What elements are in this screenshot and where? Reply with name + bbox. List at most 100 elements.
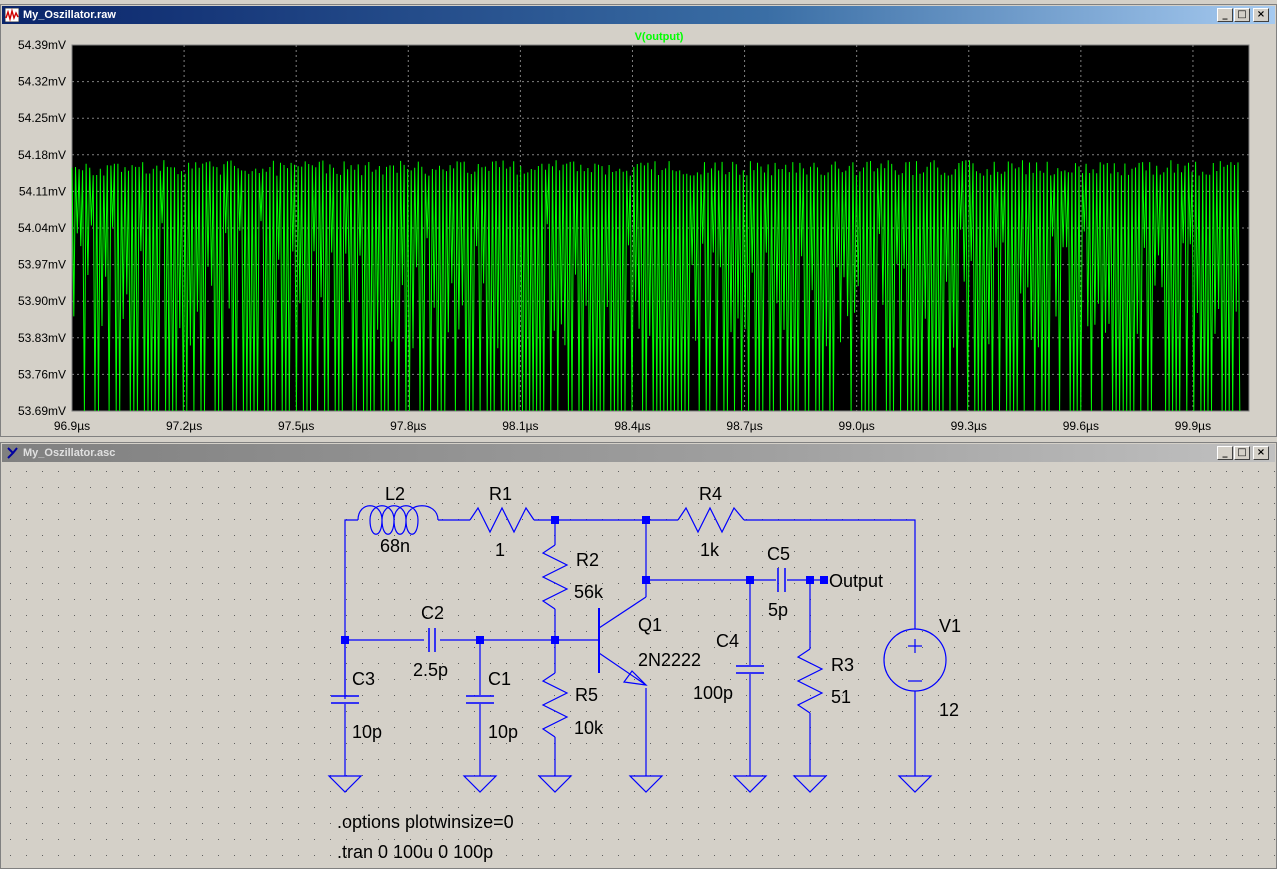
resistor-r4[interactable] xyxy=(677,506,745,534)
wire xyxy=(744,519,916,629)
schematic-window-title: My_Oszillator.asc xyxy=(23,447,116,459)
c3-name-label: C3 xyxy=(352,669,375,689)
y-tick-label: 54.04mV xyxy=(18,221,66,235)
minimize-button[interactable]: _ xyxy=(1217,8,1233,22)
close-button[interactable]: × xyxy=(1253,8,1269,22)
l2-name-label: L2 xyxy=(385,484,405,504)
spice-directive[interactable]: .options plotwinsize=0 xyxy=(337,812,514,832)
junction-dot xyxy=(746,576,754,584)
output-port[interactable] xyxy=(820,576,828,584)
voltage-source-v1[interactable] xyxy=(883,628,947,692)
plot-window-title: My_Oszillator.raw xyxy=(23,9,116,21)
x-tick-label: 98.1µs xyxy=(502,419,538,433)
waveform-plot[interactable]: V(output) 54.39mV54.32mV54.25mV54.18mV54… xyxy=(2,25,1275,437)
transistor-q1[interactable] xyxy=(598,580,648,686)
l2-value-label: 68n xyxy=(380,536,410,556)
close-button[interactable]: × xyxy=(1253,446,1269,460)
ground-symbol xyxy=(732,775,768,793)
r1-name-label: R1 xyxy=(489,484,512,504)
minimize-button[interactable]: _ xyxy=(1217,446,1233,460)
r2-value-label: 56k xyxy=(574,582,604,602)
junction-dot xyxy=(341,636,349,644)
x-tick-label: 99.3µs xyxy=(951,419,987,433)
ground-symbol xyxy=(462,775,498,793)
c1-value-label: 10p xyxy=(488,722,518,742)
y-tick-label: 54.11mV xyxy=(19,184,66,198)
y-tick-label: 54.25mV xyxy=(18,111,66,125)
junction-dot xyxy=(642,516,650,524)
schematic-window: My_Oszillator.asc _ □ × xyxy=(0,442,1277,869)
resistor-r2[interactable] xyxy=(541,544,569,610)
r3-value-label: 51 xyxy=(831,687,851,707)
trace-v-output xyxy=(71,160,1241,412)
x-tick-label: 99.6µs xyxy=(1063,419,1099,433)
x-tick-label: 97.5µs xyxy=(278,419,314,433)
y-tick-label: 54.39mV xyxy=(18,38,66,52)
ground-symbol xyxy=(537,775,573,793)
y-tick-label: 53.83mV xyxy=(18,331,66,345)
r1-value-label: 1 xyxy=(495,540,505,560)
capacitor-c4[interactable] xyxy=(736,665,764,674)
x-tick-label: 98.4µs xyxy=(614,419,650,433)
x-tick-label: 97.2µs xyxy=(166,419,202,433)
y-tick-label: 54.32mV xyxy=(18,75,66,89)
plot-window-titlebar[interactable]: My_Oszillator.raw _ □ × xyxy=(2,6,1275,24)
wires xyxy=(344,519,916,776)
junction-dot xyxy=(476,636,484,644)
y-axis-ticks: 54.39mV 54.32mV 54.25mV 54.18mV 54.11mV 54.04… xyxy=(18,38,66,418)
c2-name-label: C2 xyxy=(421,603,444,623)
plot-trace-title[interactable]: V(output) xyxy=(635,31,684,43)
schematic-grid xyxy=(2,463,1275,868)
resistor-r3[interactable] xyxy=(796,648,824,714)
junction-dot xyxy=(806,576,814,584)
x-axis-ticks: 96.9µs 97.2µs 97.5µs 97.8µs 98.1µs 98.4µs 98.7… xyxy=(54,419,1211,433)
v1-value-label: 12 xyxy=(939,700,959,720)
c5-name-label: C5 xyxy=(767,544,790,564)
ground-symbol xyxy=(628,775,664,793)
q1-name-label: Q1 xyxy=(638,615,662,635)
capacitor-c2[interactable] xyxy=(428,628,436,652)
spice-directive[interactable]: .tran 0 100u 0 100p xyxy=(337,842,493,862)
v1-name-label: V1 xyxy=(939,616,961,636)
junction-dot xyxy=(551,636,559,644)
schematic-canvas[interactable]: L2 68n R1 1 R4 1k R2 56k C5 5p Output C2… xyxy=(2,463,1275,868)
resistor-r5[interactable] xyxy=(541,672,569,738)
c1-name-label: C1 xyxy=(488,669,511,689)
c2-value-label: 2.5p xyxy=(413,660,448,680)
maximize-button[interactable]: □ xyxy=(1234,446,1250,460)
r4-name-label: R4 xyxy=(699,484,722,504)
capacitor-c1[interactable] xyxy=(466,695,494,704)
capacitor-c3[interactable] xyxy=(331,695,359,704)
output-net-label: Output xyxy=(829,571,883,591)
x-tick-label: 98.7µs xyxy=(726,419,762,433)
x-tick-label: 96.9µs xyxy=(54,419,90,433)
junction-dot xyxy=(551,516,559,524)
ltspice-icon xyxy=(7,447,18,459)
y-tick-label: 53.90mV xyxy=(18,294,66,308)
inductor-l2[interactable] xyxy=(357,505,439,535)
ground-symbol xyxy=(327,775,363,793)
r5-value-label: 10k xyxy=(574,718,604,738)
capacitor-c5[interactable] xyxy=(777,568,786,592)
resistor-r1[interactable] xyxy=(469,506,535,534)
x-tick-label: 97.8µs xyxy=(390,419,426,433)
c4-value-label: 100p xyxy=(693,683,733,703)
x-tick-label: 99.0µs xyxy=(839,419,875,433)
c5-value-label: 5p xyxy=(768,600,788,620)
maximize-button[interactable]: □ xyxy=(1234,8,1250,22)
y-tick-label: 53.76mV xyxy=(18,367,66,381)
ground-symbol xyxy=(897,775,933,793)
plot-window: My_Oszillator.raw _ □ × V(output) 54.39m… xyxy=(0,4,1277,437)
y-tick-label: 53.97mV xyxy=(18,258,66,272)
q1-value-label: 2N2222 xyxy=(638,650,701,670)
schematic-window-titlebar[interactable]: My_Oszillator.asc _ □ × xyxy=(2,444,1275,462)
y-tick-label: 54.18mV xyxy=(18,148,66,162)
y-tick-label: 53.69mV xyxy=(18,404,66,418)
ground-symbol xyxy=(792,775,828,793)
r2-name-label: R2 xyxy=(576,550,599,570)
waveform-icon xyxy=(5,8,19,22)
r5-name-label: R5 xyxy=(575,685,598,705)
junction-dot xyxy=(642,576,650,584)
r3-name-label: R3 xyxy=(831,655,854,675)
x-tick-label: 99.9µs xyxy=(1175,419,1211,433)
